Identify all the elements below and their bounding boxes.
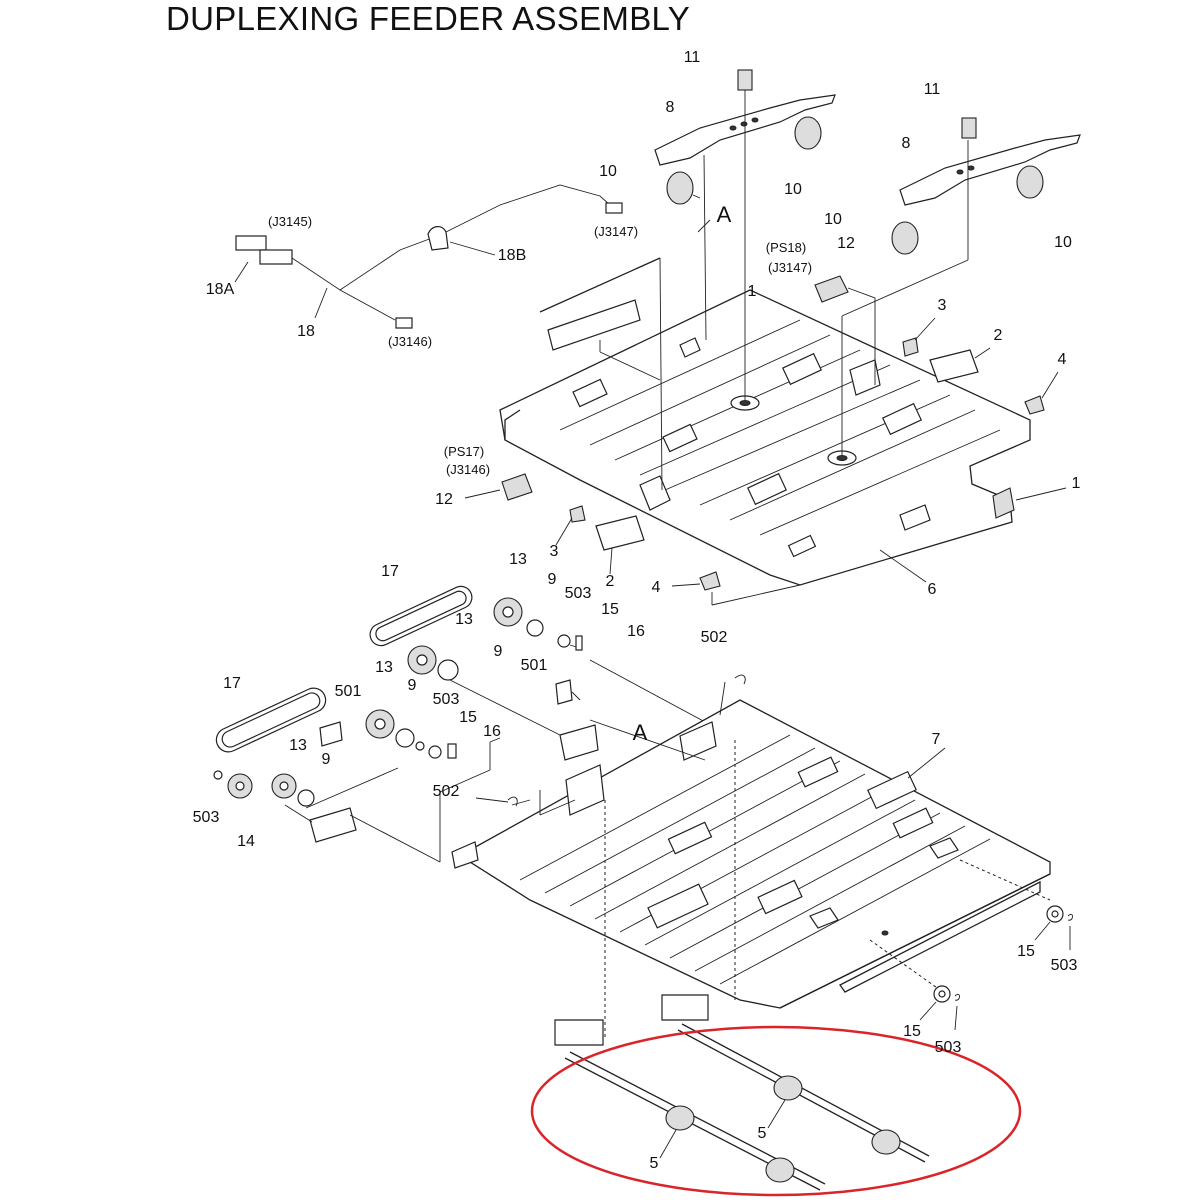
callout-c17b: 17 bbox=[223, 675, 241, 692]
callout-c9d: 9 bbox=[322, 751, 331, 768]
callout-cJ3146b: (J3146) bbox=[446, 462, 490, 477]
callout-c2b: 2 bbox=[606, 573, 615, 590]
callout-c503e: 503 bbox=[935, 1039, 962, 1056]
callout-c12b: 12 bbox=[435, 491, 453, 508]
callout-cJ3146a: (J3146) bbox=[388, 334, 432, 349]
callout-cJ3147a: (J3147) bbox=[594, 224, 638, 239]
callout-c501a: 501 bbox=[521, 657, 548, 674]
clip-4-left bbox=[699, 571, 721, 591]
callout-c3b: 3 bbox=[550, 543, 559, 560]
callout-c9a: 9 bbox=[548, 571, 557, 588]
bracket-1-right bbox=[992, 487, 1015, 519]
callout-c15c: 15 bbox=[1017, 943, 1035, 960]
callout-c4a: 4 bbox=[1058, 351, 1067, 368]
callout-c11a: 11 bbox=[684, 49, 701, 66]
callout-c501b: 501 bbox=[335, 683, 362, 700]
callout-c3a: 3 bbox=[938, 297, 947, 314]
callout-c13b: 13 bbox=[455, 611, 473, 628]
clip-4-right bbox=[1024, 395, 1045, 415]
callout-c503d: 503 bbox=[1051, 957, 1078, 974]
callout-cPS18: (PS18) bbox=[766, 240, 806, 255]
callout-c8b: 8 bbox=[902, 135, 911, 152]
callout-c503a: 503 bbox=[565, 585, 592, 602]
callout-c2a: 2 bbox=[994, 327, 1003, 344]
callout-c7: 7 bbox=[932, 731, 941, 748]
callout-c9b: 9 bbox=[494, 643, 503, 660]
clip-503-bottom bbox=[954, 993, 960, 1001]
callout-c10c: 10 bbox=[824, 211, 842, 228]
callout-c12a: 12 bbox=[837, 235, 855, 252]
upper-arm-assembly-left bbox=[654, 69, 836, 400]
upper-arm-assembly-right bbox=[841, 117, 1081, 455]
callout-cJ3145: (J3145) bbox=[268, 214, 312, 229]
callout-c1b: 1 bbox=[1072, 475, 1081, 492]
callout-c10b: 10 bbox=[784, 181, 802, 198]
gear-train bbox=[213, 585, 721, 863]
callout-c16b: 16 bbox=[483, 723, 501, 740]
callout-c8a: 8 bbox=[666, 99, 675, 116]
callout-cJ3147b: (J3147) bbox=[768, 260, 812, 275]
callout-c5a: 5 bbox=[758, 1125, 767, 1142]
callout-c10a: 10 bbox=[599, 163, 617, 180]
callout-c503c: 503 bbox=[193, 809, 220, 826]
diagram-title: DUPLEXING FEEDER ASSEMBLY bbox=[166, 0, 691, 37]
callout-cA1: A bbox=[717, 202, 732, 227]
callout-c14: 14 bbox=[237, 833, 255, 850]
callout-c1a: 1 bbox=[748, 283, 757, 300]
callout-c18: 18 bbox=[297, 323, 315, 340]
sensor-12-upper bbox=[814, 275, 849, 303]
callout-c13a: 13 bbox=[509, 551, 527, 568]
callout-cPS17: (PS17) bbox=[444, 444, 484, 459]
callout-c13d: 13 bbox=[289, 737, 307, 754]
callout-c15b: 15 bbox=[459, 709, 477, 726]
callout-c502b: 502 bbox=[433, 783, 460, 800]
pin-502-upper bbox=[734, 674, 746, 685]
upper-feeder-plate bbox=[499, 289, 1031, 586]
callout-c11b: 11 bbox=[924, 81, 941, 98]
callout-labels: 11810101181010A(J3147)(J3145)18B18A18(J3… bbox=[193, 49, 1081, 1172]
callout-c4b: 4 bbox=[652, 579, 661, 596]
callout-c10d: 10 bbox=[1054, 234, 1072, 251]
upper-left-shaft bbox=[539, 257, 661, 313]
callout-c18A: 18A bbox=[206, 281, 235, 298]
callout-c17a: 17 bbox=[381, 563, 399, 580]
callout-c9c: 9 bbox=[408, 677, 417, 694]
wire-harness-18 bbox=[234, 184, 623, 329]
callout-c16a: 16 bbox=[627, 623, 645, 640]
highlight-ellipse bbox=[530, 1025, 1022, 1197]
callout-c15d: 15 bbox=[903, 1023, 921, 1040]
callout-c502a: 502 bbox=[701, 629, 728, 646]
lower-feeder-plate bbox=[451, 681, 1051, 1040]
callout-c503b: 503 bbox=[433, 691, 460, 708]
callout-c6: 6 bbox=[928, 581, 937, 598]
callout-c18B: 18B bbox=[498, 247, 526, 264]
spring-3-left bbox=[569, 505, 586, 523]
part-2-left bbox=[595, 515, 645, 551]
roller-shafts-5 bbox=[554, 994, 930, 1191]
callout-c15a: 15 bbox=[601, 601, 619, 618]
pin-502-lower bbox=[507, 796, 518, 807]
sensor-12-lower bbox=[501, 473, 533, 501]
spring-3-right bbox=[902, 337, 919, 357]
callout-cA2: A bbox=[633, 720, 648, 745]
part-2-right bbox=[929, 349, 979, 383]
clip-503-right bbox=[1067, 913, 1073, 921]
callout-c13c: 13 bbox=[375, 659, 393, 676]
callout-c5b: 5 bbox=[650, 1155, 659, 1172]
